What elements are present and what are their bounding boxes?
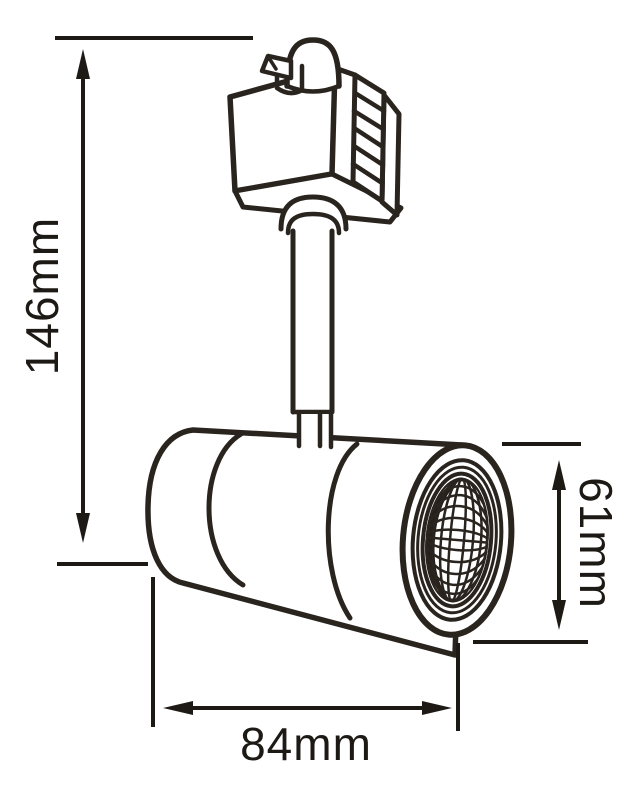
bezel-ring-2 — [410, 458, 504, 622]
length-label: 84mm — [240, 718, 372, 770]
dimension-diameter: 61mm — [473, 442, 622, 644]
arrowhead-up-icon — [552, 460, 566, 490]
rear-seam — [206, 431, 246, 588]
arrowhead-right-icon — [422, 701, 452, 715]
dome-base-arc — [284, 83, 342, 94]
height-label: 146mm — [16, 217, 68, 375]
locking-tab-fold — [267, 56, 278, 71]
stem-tube — [290, 228, 335, 415]
head-body — [145, 427, 465, 658]
hatch-lines — [350, 90, 387, 186]
dimension-height: 146mm — [16, 36, 253, 566]
stem — [278, 194, 349, 450]
stem-fill — [295, 231, 330, 412]
collar-outline — [278, 194, 349, 232]
adapter-top-connector — [259, 37, 342, 96]
arrowhead-left-icon — [163, 701, 193, 715]
spotlight-head — [145, 427, 515, 658]
bezel-ring-3 — [416, 465, 498, 615]
track-adapter — [227, 37, 404, 225]
arrowhead-up-icon — [76, 49, 90, 79]
reflector-rim — [420, 471, 494, 609]
neck-nut — [296, 410, 334, 450]
front-seam — [325, 441, 360, 621]
arrowhead-down-icon — [76, 513, 90, 543]
collar-step — [285, 211, 342, 236]
arrowhead-down-icon — [552, 600, 566, 630]
neck-fill — [301, 414, 329, 448]
lens-face — [399, 442, 515, 638]
diameter-label: 61mm — [570, 477, 622, 609]
dimension-length: 84mm — [151, 577, 460, 770]
contact-plate-hatched — [350, 72, 387, 204]
